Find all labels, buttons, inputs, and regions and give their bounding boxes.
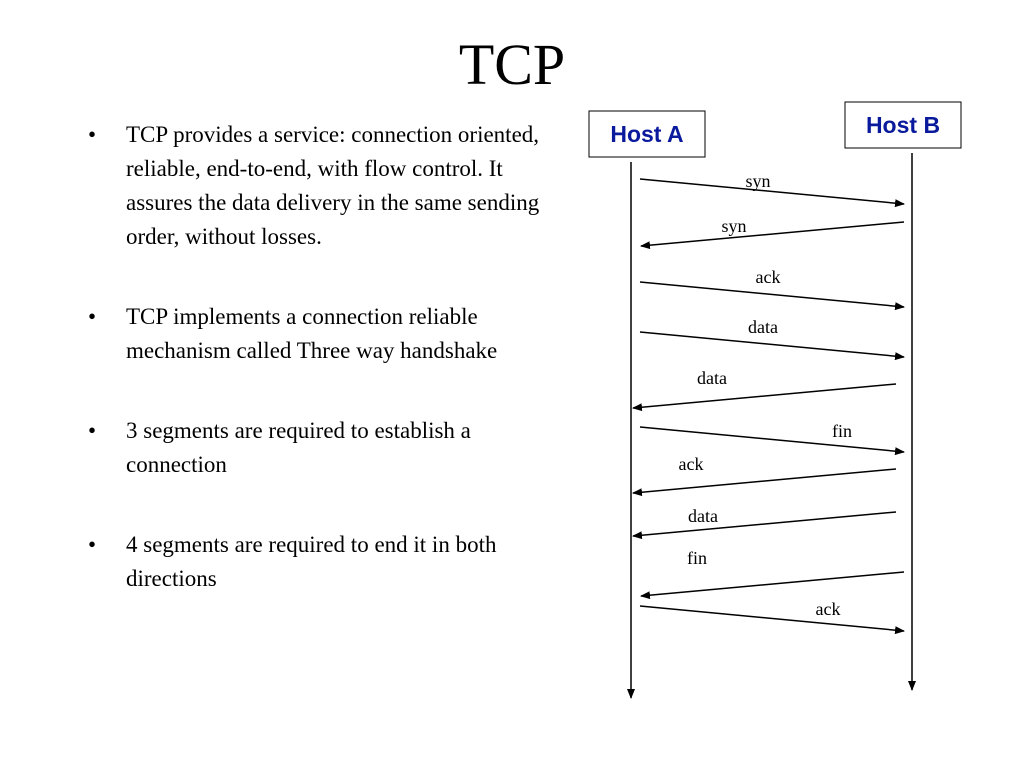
bullet-item: TCP implements a connection reliable mec… [86,300,546,368]
host-a-label: Host A [610,121,683,147]
message-arrow-1 [639,178,905,208]
slide-title: TCP [458,32,566,97]
message-arrow-7 [632,468,897,497]
message-label-4: data [748,317,778,337]
message-label-2: syn [721,216,746,236]
message-label-6: fin [832,421,852,441]
message-label-5: data [697,368,727,388]
message-arrows: syn syn ack data data fin ack data fin ack [632,171,905,635]
host-a-box [588,110,706,158]
message-arrow-4 [639,331,905,361]
message-label-1: syn [745,171,770,191]
message-arrow-9 [640,571,905,600]
message-arrow-3 [639,281,905,311]
message-arrow-6 [639,426,905,456]
message-label-8: data [688,506,718,526]
message-arrow-10 [639,605,905,635]
message-label-7: ack [679,454,704,474]
bullet-item: 3 segments are required to establish a c… [86,414,546,482]
host-b-label: Host B [866,112,940,138]
message-arrow-5 [632,383,897,412]
message-arrow-8 [632,511,897,540]
bullet-item: TCP provides a service: connection orien… [86,118,546,254]
bullet-item: 4 segments are required to end it in bot… [86,528,546,596]
bullet-list: TCP provides a service: connection orien… [86,118,546,642]
message-arrow-2 [640,221,905,250]
host-b-box [844,101,962,149]
message-label-10: ack [816,599,841,619]
message-label-9: fin [687,548,707,568]
message-label-3: ack [756,267,781,287]
